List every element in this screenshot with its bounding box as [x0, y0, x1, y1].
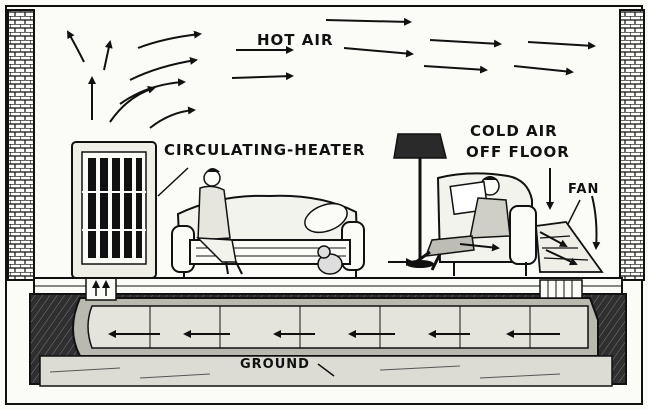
label-fan: FAN [568, 183, 599, 196]
heater-intake [86, 278, 116, 300]
label-hot-air: HOT AIR [257, 33, 334, 48]
label-off-floor: OFF FLOOR [466, 145, 570, 160]
label-cold-air: COLD AIR [470, 124, 558, 139]
floor [34, 278, 622, 294]
brick-wall-left-icon [8, 10, 34, 280]
brick-wall-right-icon [620, 10, 644, 280]
heater-leader-line [158, 168, 188, 196]
label-circulating-heater: CIRCULATING-HEATER [164, 143, 366, 158]
heater-icon [72, 142, 156, 278]
ground [40, 356, 612, 386]
label-ground: GROUND [240, 358, 310, 371]
fan-leader-line [568, 200, 580, 224]
